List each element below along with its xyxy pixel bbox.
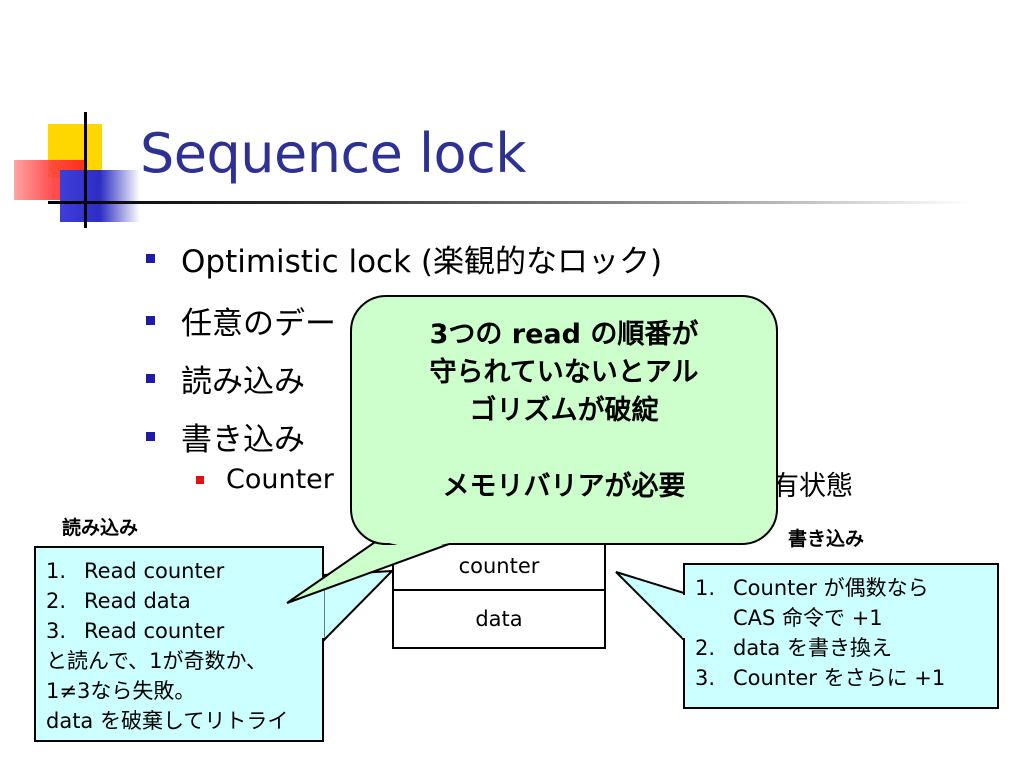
read-label: 読み込み xyxy=(62,517,139,539)
read-note: と読んで、1が奇数か、 xyxy=(46,649,268,673)
write-step: 2.data を書き換え xyxy=(695,636,892,660)
title-underline xyxy=(48,201,968,204)
read-note: 1≠3なら失敗。 xyxy=(46,679,196,703)
logo-vertical-line xyxy=(84,112,87,228)
warning-callout xyxy=(350,295,778,545)
bullet-marker-icon xyxy=(146,432,155,441)
sub-bullet-text: Counter xyxy=(226,464,334,495)
read-step: 3.Read counter xyxy=(46,619,225,643)
sub-bullet-item: Counter xyxy=(196,464,334,495)
bullet-item: 書き込み xyxy=(146,414,305,459)
callout-line: ゴリズムが破綻 xyxy=(469,395,659,426)
callout-line: 3つの read の順番が xyxy=(429,319,699,350)
bullet-item: 読み込み xyxy=(146,356,305,401)
bullet-text: 任意のデー xyxy=(181,306,336,342)
bullet-marker-icon xyxy=(146,254,155,263)
bullet-text: 読み込み xyxy=(181,364,305,400)
bullet-item: Optimistic lock (楽観的なロック) xyxy=(146,236,662,281)
read-steps-box: 1.Read counter 2.Read data 3.Read counte… xyxy=(34,546,324,742)
bullet-marker-icon xyxy=(146,316,155,325)
write-label: 書き込み xyxy=(788,528,865,550)
write-step-continued: CAS 命令で +1 xyxy=(733,606,883,630)
sub-bullet-text-tail: 有状態 xyxy=(772,471,853,502)
read-note: data を破棄してリトライ xyxy=(46,709,289,733)
read-step: 1.Read counter xyxy=(46,559,225,583)
bullet-item: 任意のデー xyxy=(146,298,336,343)
slide-title: Sequence lock xyxy=(140,122,527,185)
callout-spacer xyxy=(350,430,778,468)
callout-line: 守られていないとアル xyxy=(429,357,699,388)
write-step: 1.Counter が偶数なら xyxy=(695,576,929,600)
logo-blue-square xyxy=(60,170,140,222)
data-cell: data xyxy=(392,589,606,649)
bullet-text: 書き込み xyxy=(181,422,305,458)
bullet-marker-icon xyxy=(146,374,155,383)
bullet-text: Optimistic lock (楽観的なロック) xyxy=(181,244,663,280)
read-step: 2.Read data xyxy=(46,589,191,613)
callout-text: 3つの read の順番が 守られていないとアル ゴリズムが破綻 メモリバリアが… xyxy=(350,316,778,506)
sub-bullet-marker-icon xyxy=(196,475,204,484)
callout-line: メモリバリアが必要 xyxy=(442,471,686,502)
write-steps-box: 1.Counter が偶数なら CAS 命令で +1 2.data を書き換え … xyxy=(683,563,999,709)
write-step: 3.Counter をさらに +1 xyxy=(695,666,946,690)
